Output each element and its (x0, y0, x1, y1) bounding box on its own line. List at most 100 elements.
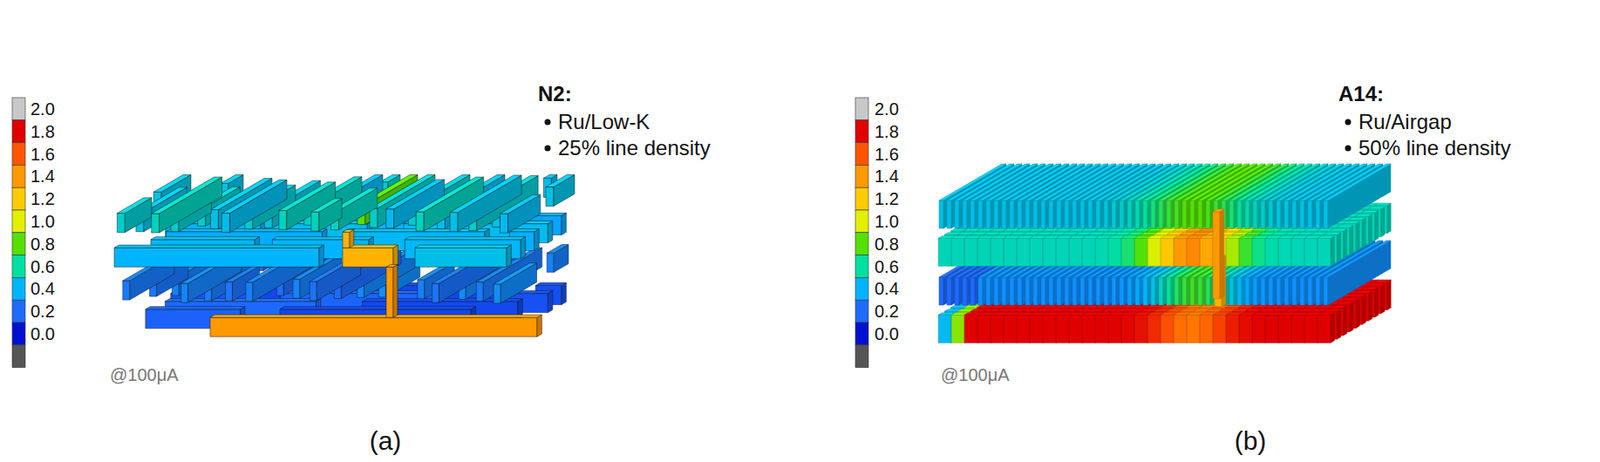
line-face (1212, 314, 1226, 343)
line-face (1025, 277, 1030, 306)
color-cell (855, 299, 869, 323)
line-face (1029, 314, 1043, 343)
line-face (1276, 277, 1281, 306)
line-face (150, 237, 260, 240)
line-face (272, 237, 374, 240)
n2-stack (114, 175, 575, 338)
line-face (311, 198, 342, 212)
line-face (122, 280, 130, 300)
line-face (1323, 277, 1328, 306)
line-face (1245, 277, 1250, 306)
line-face (220, 175, 244, 184)
line-face (342, 247, 394, 267)
line-face (1068, 314, 1083, 343)
line-face (1361, 294, 1366, 325)
color-cell (855, 120, 869, 143)
line-face (1342, 298, 1360, 300)
line-face (309, 281, 317, 301)
line-face (1121, 314, 1135, 343)
line-face (546, 252, 554, 273)
color-cell (855, 97, 869, 121)
line-face (1354, 291, 1372, 293)
metal-line (210, 314, 542, 337)
line-face (279, 210, 287, 230)
line-face (221, 213, 230, 233)
line-face (145, 306, 246, 310)
metal-line (221, 179, 287, 232)
metal-line (116, 197, 152, 233)
metal-line (545, 175, 575, 207)
color-cell (12, 322, 26, 346)
line-face (1315, 277, 1321, 306)
color-cell (12, 277, 26, 300)
line-face (506, 245, 511, 267)
line-face (1127, 277, 1132, 306)
color-cell (855, 322, 869, 346)
line-face (1278, 314, 1292, 343)
line-face (1096, 277, 1101, 306)
line-face (1001, 277, 1007, 306)
line-face (1374, 203, 1391, 205)
line-face (535, 282, 566, 286)
color-cell (855, 164, 869, 188)
line-face (1343, 305, 1348, 335)
line-face (561, 282, 566, 305)
line-face (393, 264, 398, 318)
line-face (951, 314, 965, 343)
line-face (977, 314, 991, 343)
line-face (1284, 277, 1289, 306)
line-face (545, 175, 575, 188)
line-face (1082, 314, 1096, 343)
line-face (210, 317, 538, 337)
line-face (1304, 314, 1318, 343)
line-face (386, 264, 398, 267)
line-face (1374, 279, 1391, 282)
line-face (1381, 283, 1385, 314)
color-cell (12, 97, 26, 121)
line-face (1336, 309, 1341, 340)
line-face (1108, 314, 1122, 343)
line-face (1160, 314, 1174, 343)
metal-line (114, 245, 324, 267)
metal-line (546, 245, 569, 273)
line-face (1134, 314, 1148, 343)
line-face (311, 211, 320, 232)
line-face (417, 279, 425, 300)
color-cell (855, 187, 869, 211)
line-face (546, 245, 569, 254)
line-face (349, 229, 355, 248)
line-face (1260, 277, 1266, 306)
line-face (1330, 305, 1348, 307)
line-face (1387, 279, 1391, 310)
color-cell (12, 232, 26, 256)
line-face (500, 213, 509, 233)
color-cell (855, 255, 869, 279)
line-face (116, 197, 152, 214)
line-face (964, 314, 978, 343)
line-face (151, 213, 160, 233)
line-face (1055, 314, 1069, 343)
color-cell (12, 142, 26, 166)
line-face (537, 314, 542, 337)
color-cell (855, 277, 869, 300)
line-face (954, 277, 960, 306)
line-face (1381, 206, 1385, 237)
color-cell (12, 210, 26, 233)
line-face (1252, 314, 1266, 343)
line-face (1229, 277, 1234, 306)
line-face (1361, 286, 1379, 289)
metal-line (1317, 313, 1335, 343)
line-face (1237, 277, 1242, 306)
color-cell (12, 120, 26, 143)
line-face (319, 245, 324, 267)
line-face (1368, 206, 1385, 209)
line-face (279, 306, 477, 310)
line-face (1205, 277, 1211, 306)
line-face (1135, 277, 1140, 306)
line-face (1355, 298, 1360, 328)
line-face (1330, 313, 1335, 343)
line-face (1291, 314, 1305, 343)
line-face (1009, 277, 1015, 306)
line-face (1041, 277, 1046, 306)
line-face (986, 277, 991, 306)
